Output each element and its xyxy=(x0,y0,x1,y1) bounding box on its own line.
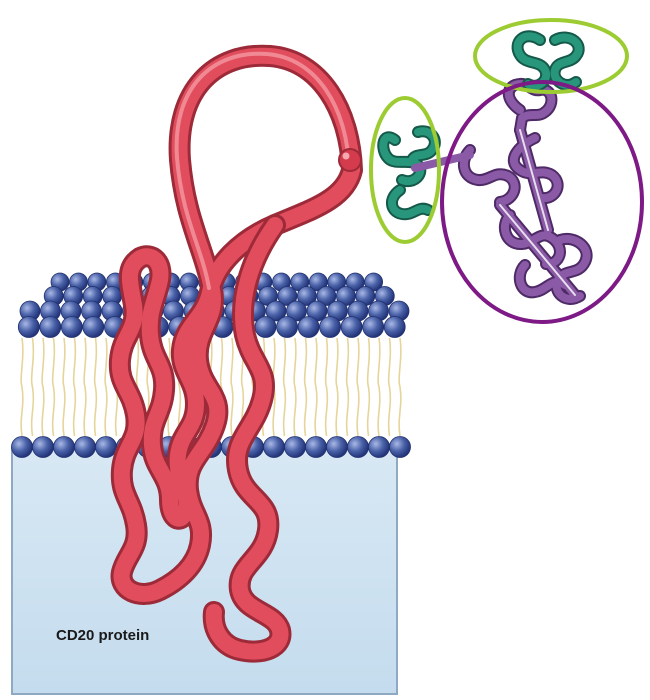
membrane-head xyxy=(18,317,39,338)
lipid-tail xyxy=(399,338,401,436)
highlight-circle-fab-left xyxy=(371,98,439,242)
lipid-tail xyxy=(315,338,317,436)
lipid-tail xyxy=(95,338,97,436)
lipid-tail xyxy=(378,338,380,436)
lipid-tail xyxy=(284,338,286,436)
membrane-head xyxy=(369,437,390,458)
cytoplasm-box xyxy=(12,448,397,694)
membrane-head xyxy=(277,317,298,338)
membrane-head xyxy=(83,317,104,338)
lipid-tail xyxy=(21,338,23,436)
lipid-tail xyxy=(63,338,65,436)
lipid-tail xyxy=(84,338,86,436)
membrane-head xyxy=(12,437,33,458)
antibody-fc xyxy=(464,84,587,299)
lipid-tail xyxy=(305,338,307,436)
lipid-tail xyxy=(105,338,107,436)
lipid-tail xyxy=(368,338,370,436)
lipid-tail xyxy=(347,338,349,436)
lipid-tail xyxy=(326,338,328,436)
lipid-tail xyxy=(336,338,338,436)
membrane-head xyxy=(264,437,285,458)
lipid-tail xyxy=(357,338,359,436)
membrane-head xyxy=(33,437,54,458)
membrane-head xyxy=(363,317,384,338)
membrane-head xyxy=(96,437,117,458)
lipid-tail xyxy=(294,338,296,436)
membrane-head xyxy=(341,317,362,338)
figure-caption: CD20 protein xyxy=(56,627,149,644)
lipid-tail xyxy=(53,338,55,436)
membrane-head xyxy=(285,437,306,458)
membrane-head xyxy=(384,317,405,338)
membrane-head xyxy=(40,317,61,338)
lipid-tail xyxy=(32,338,34,436)
membrane-head xyxy=(390,437,411,458)
antibody-fab-top xyxy=(518,36,579,86)
membrane-head xyxy=(327,437,348,458)
membrane-head xyxy=(75,437,96,458)
antibody-fab-left xyxy=(383,131,470,214)
membrane-head xyxy=(61,317,82,338)
membrane-head xyxy=(348,437,369,458)
membrane-head xyxy=(298,317,319,338)
membrane-head xyxy=(306,437,327,458)
lipid-tail xyxy=(74,338,76,436)
lipid-tail xyxy=(389,338,391,436)
membrane-head xyxy=(320,317,341,338)
membrane-head xyxy=(255,317,276,338)
membrane-head xyxy=(54,437,75,458)
lipid-tail xyxy=(42,338,44,436)
lipid-tail xyxy=(231,338,233,436)
